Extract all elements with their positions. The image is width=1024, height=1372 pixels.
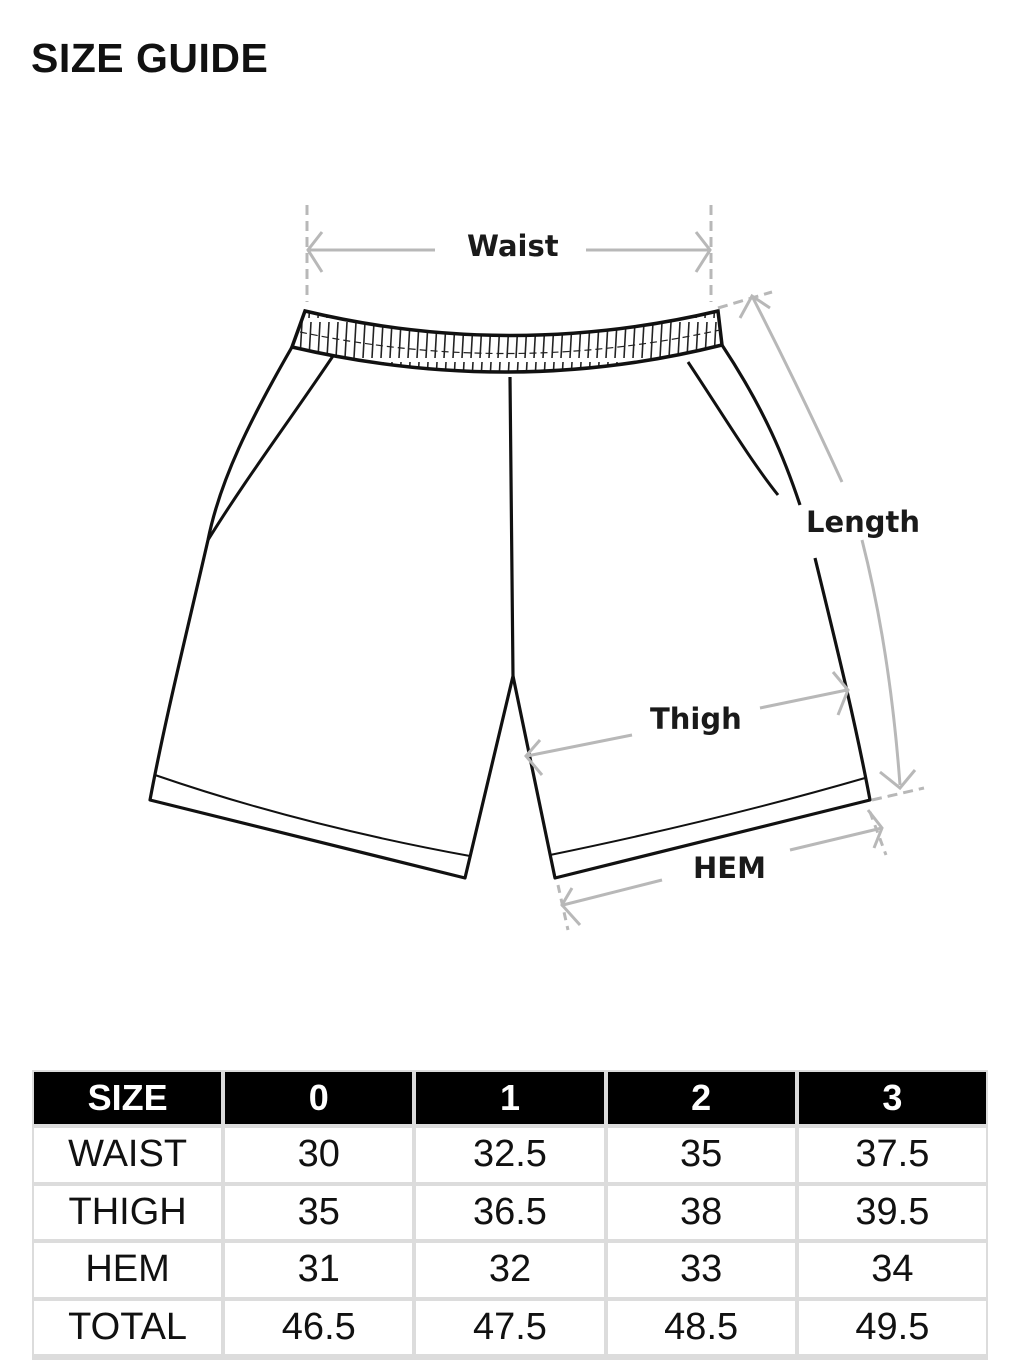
table-cell: 35 — [225, 1185, 413, 1239]
page-title: SIZE GUIDE — [31, 35, 269, 81]
size-chart-table: SIZE 0 1 2 3 WAIST 30 32.5 35 37.5 THIGH… — [32, 1070, 988, 1360]
table-cell: 37.5 — [798, 1128, 986, 1182]
table-header-row: SIZE 0 1 2 3 — [34, 1072, 986, 1124]
right-pocket — [686, 361, 780, 496]
table-cell: 36.5 — [416, 1185, 604, 1239]
waist-label: Waist — [467, 229, 559, 263]
table-cell: 46.5 — [225, 1300, 413, 1354]
table-row-thigh: THIGH 35 36.5 38 39.5 — [34, 1185, 986, 1239]
table-cell: 33 — [607, 1243, 795, 1297]
left-leg-outline — [148, 346, 515, 880]
waist-measure-arrow — [305, 205, 713, 302]
waistband — [289, 308, 724, 374]
row-label: THIGH — [34, 1185, 222, 1239]
table-cell: 35 — [607, 1128, 795, 1182]
table-cell: 34 — [798, 1243, 986, 1297]
column-header-size-2: 2 — [607, 1072, 795, 1124]
thigh-label: Thigh — [650, 702, 742, 736]
column-header-size-0: 0 — [225, 1072, 413, 1124]
right-leg-outline — [511, 557, 872, 880]
column-header-size: SIZE — [34, 1072, 222, 1124]
table-cell: 38 — [607, 1185, 795, 1239]
shorts-illustration — [148, 205, 925, 931]
table-cell: 47.5 — [416, 1300, 604, 1354]
table-cell: 39.5 — [798, 1185, 986, 1239]
length-label: Length — [806, 505, 921, 539]
row-label: WAIST — [34, 1128, 222, 1182]
thigh-measure-arrow — [524, 671, 850, 776]
table-row-hem: HEM 31 32 33 34 — [34, 1243, 986, 1297]
table-cell: 49.5 — [798, 1300, 986, 1354]
table-cell: 32.5 — [416, 1128, 604, 1182]
hem-measure-arrow — [556, 809, 888, 931]
table-cell: 48.5 — [607, 1300, 795, 1354]
table-cell: 32 — [416, 1243, 604, 1297]
column-header-size-3: 3 — [798, 1072, 986, 1124]
shorts-measurement-diagram: Waist Length Thigh HEM — [148, 205, 925, 931]
row-label: HEM — [34, 1243, 222, 1297]
left-pocket — [206, 355, 335, 541]
table-cell: 30 — [225, 1128, 413, 1182]
table-cell: 31 — [225, 1243, 413, 1297]
table-row-total: TOTAL 46.5 47.5 48.5 49.5 — [34, 1300, 986, 1354]
length-measure-arrow — [717, 290, 925, 802]
row-label: TOTAL — [34, 1300, 222, 1354]
column-header-size-1: 1 — [416, 1072, 604, 1124]
hem-label: HEM — [693, 851, 766, 885]
table-row-waist: WAIST 30 32.5 35 37.5 — [34, 1128, 986, 1182]
